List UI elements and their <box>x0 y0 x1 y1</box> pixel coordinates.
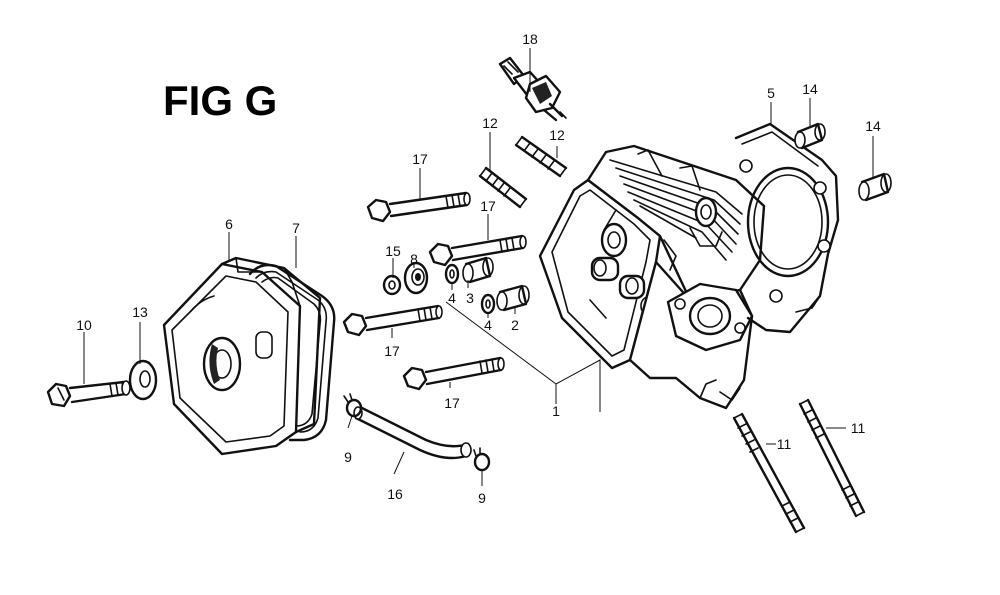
part-4-ring-a <box>444 263 460 285</box>
figure-title: FIG G <box>163 77 277 124</box>
callout-17-d: 17 <box>444 395 460 411</box>
callout-12-a: 12 <box>482 115 498 131</box>
callout-14-a: 14 <box>802 81 818 97</box>
part-15-nut <box>382 274 402 296</box>
callout-3: 3 <box>466 290 474 306</box>
part-11-stud-a <box>732 412 806 534</box>
callout-8: 8 <box>410 251 418 267</box>
callout-4-b: 4 <box>484 317 492 333</box>
part-18-spark-plug <box>498 56 567 122</box>
callout-labels: 18 12 12 5 14 14 6 7 13 10 17 17 8 15 17… <box>76 31 881 506</box>
part-17-bolt-c <box>342 304 443 337</box>
callout-2: 2 <box>511 317 519 333</box>
part-3-dowel <box>462 256 494 284</box>
callout-12-b: 12 <box>549 127 565 143</box>
part-9-clamp-a <box>343 393 363 418</box>
callout-18: 18 <box>522 31 538 47</box>
part-11-stud-b <box>798 398 866 518</box>
part-7-gasket <box>248 263 336 442</box>
callout-7: 7 <box>292 220 300 236</box>
leader-lines <box>83 48 874 486</box>
part-12-stud-a <box>478 166 528 209</box>
callout-15: 15 <box>385 243 401 259</box>
callout-5: 5 <box>767 85 775 101</box>
part-14-dowel-b <box>858 172 892 202</box>
callout-14-b: 14 <box>865 118 881 134</box>
callout-4-a: 4 <box>448 290 456 306</box>
part-17-bolt-a <box>366 191 471 223</box>
part-16-breather-tube <box>353 406 472 460</box>
callout-17-c: 17 <box>384 343 400 359</box>
part-9-clamp-b <box>473 447 491 472</box>
part-4-ring-b <box>480 293 496 315</box>
callout-10: 10 <box>76 317 92 333</box>
callout-1: 1 <box>552 403 560 419</box>
callout-17-b: 17 <box>480 198 496 214</box>
callout-13: 13 <box>132 304 148 320</box>
part-10-bolt <box>46 380 131 408</box>
callout-6: 6 <box>225 216 233 232</box>
callout-17-a: 17 <box>412 151 428 167</box>
part-6-head-cover <box>162 256 322 456</box>
part-1-cylinder-head <box>538 144 766 410</box>
callout-11-b: 11 <box>851 420 866 436</box>
callout-16: 16 <box>387 486 403 502</box>
callout-9-b: 9 <box>478 490 486 506</box>
part-17-bolt-b <box>428 234 527 267</box>
callout-9-a: 9 <box>344 449 352 465</box>
part-12-stud-b <box>514 135 568 178</box>
part-8-washer-seal <box>403 261 429 295</box>
part-2-dowel <box>496 284 530 312</box>
callout-11-a: 11 <box>777 436 792 452</box>
part-17-bolt-d <box>402 356 505 391</box>
part-13-washer <box>128 359 158 401</box>
part-14-dowel-a <box>794 122 826 150</box>
